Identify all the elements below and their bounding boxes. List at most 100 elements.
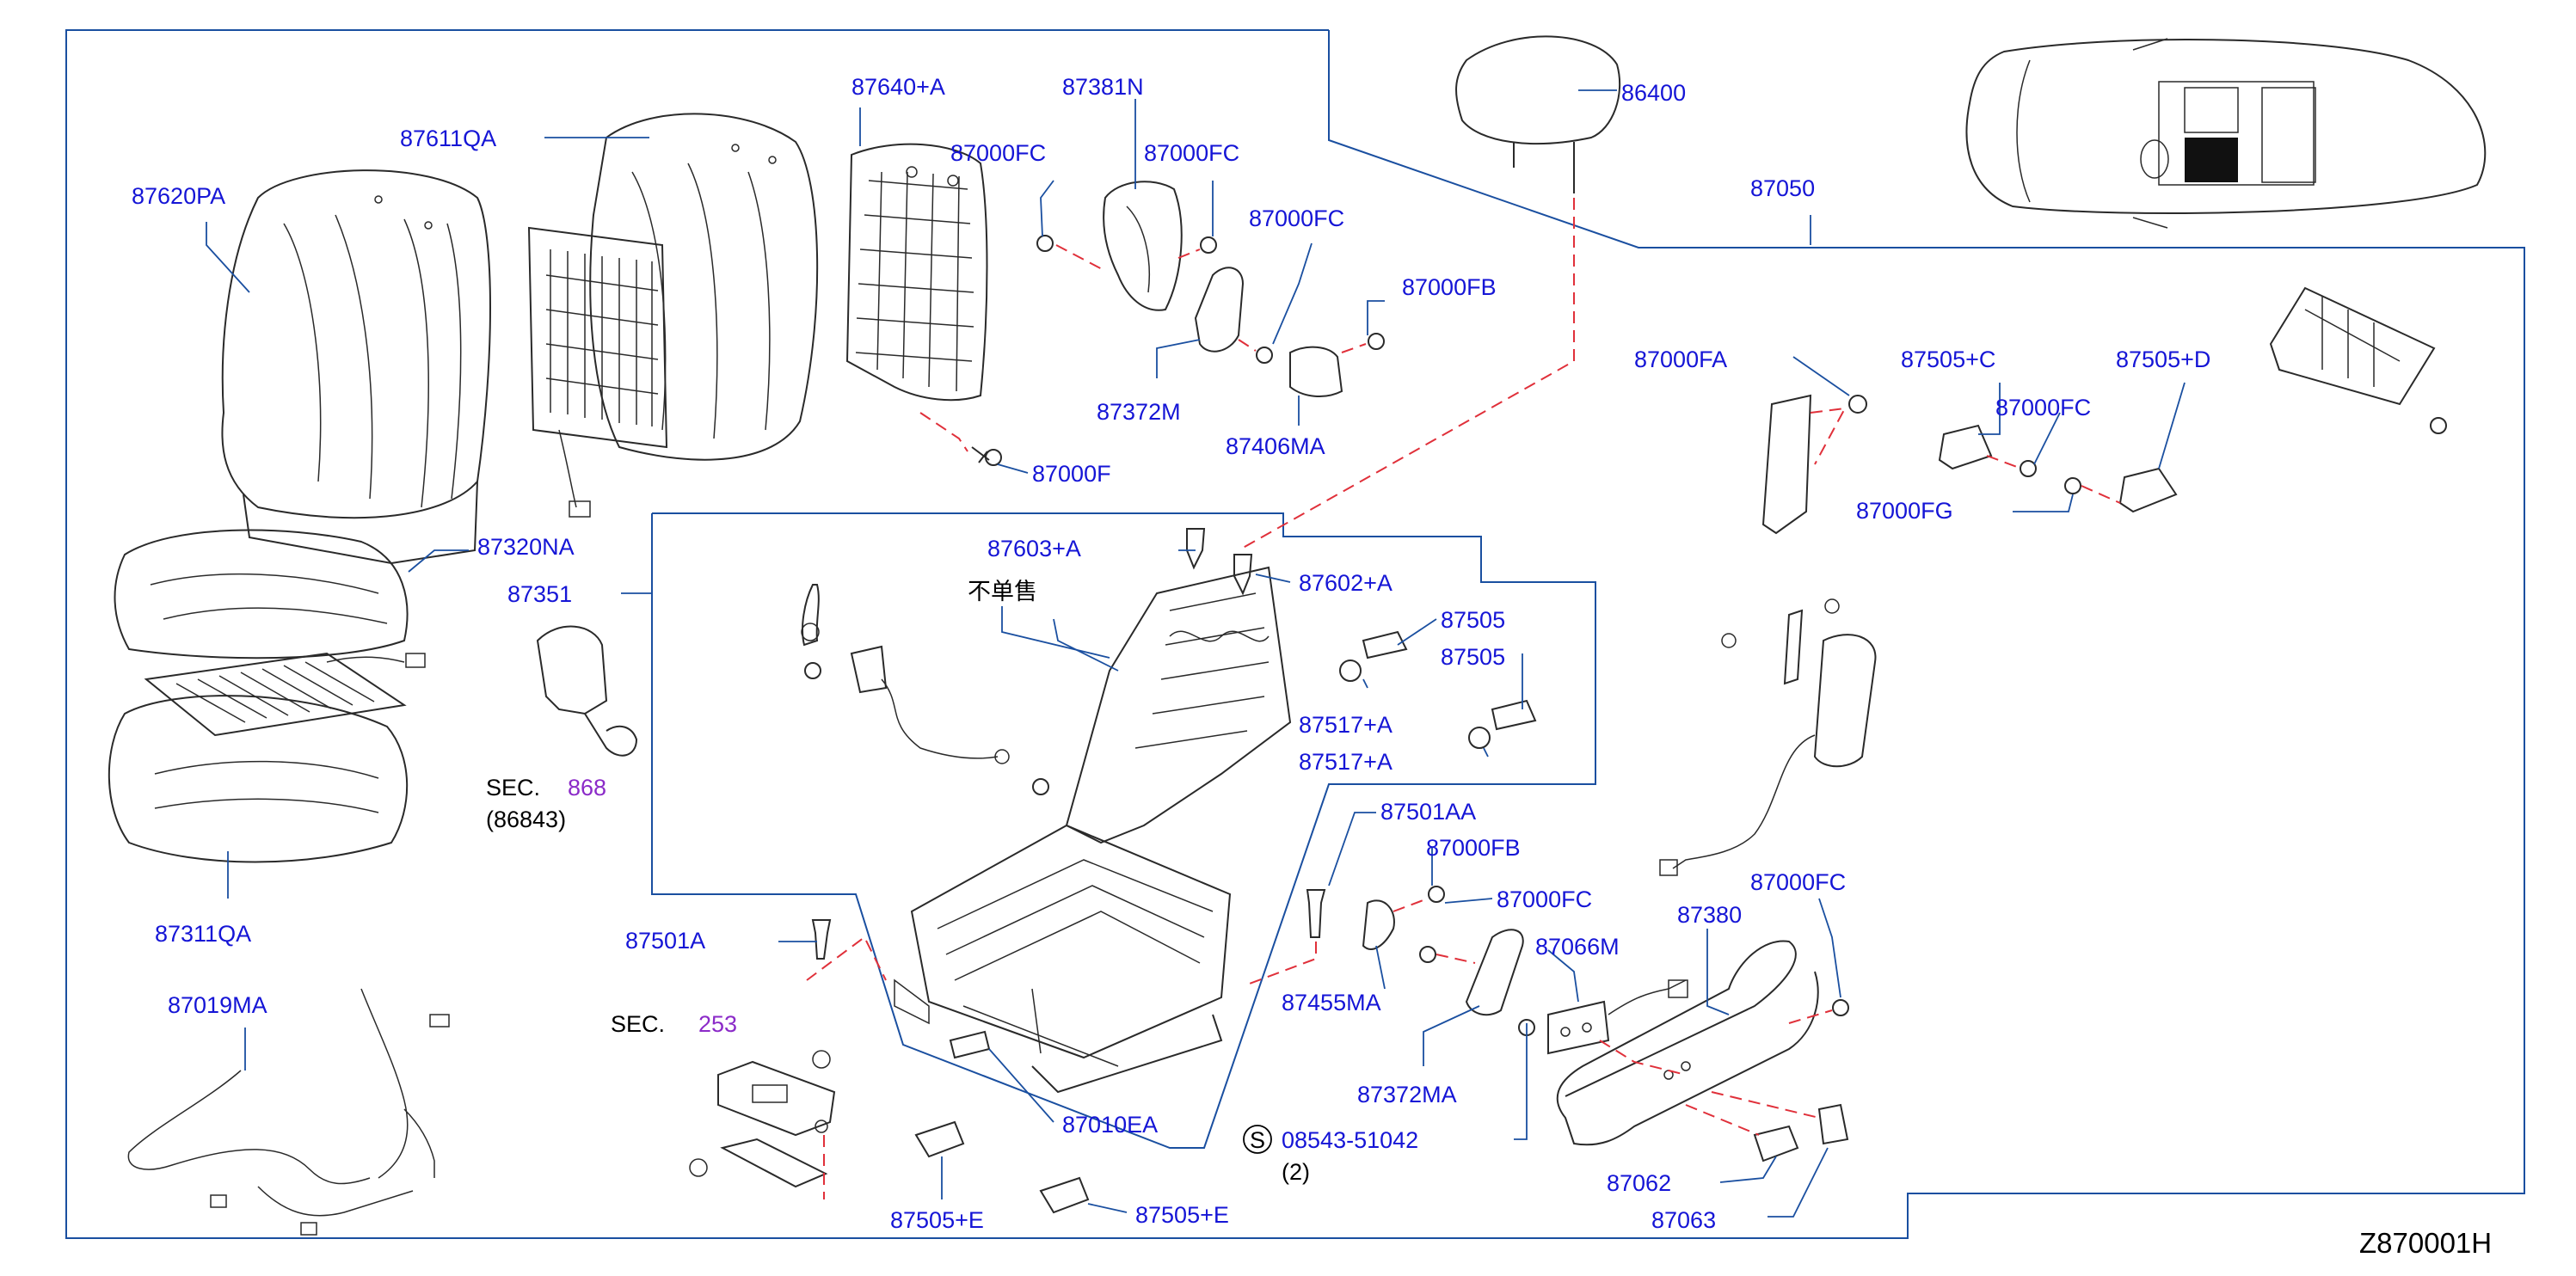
dash-87372M (1238, 339, 1257, 352)
switch-87066M (1547, 979, 1688, 1055)
label-87603A: 87603+A (987, 536, 1081, 561)
dash-87406MA (1341, 343, 1367, 353)
clip-87505E-2 (1039, 1176, 1090, 1214)
dash-87505C (1986, 455, 2018, 468)
label-87380: 87380 (1677, 902, 1742, 928)
screw-87000F (971, 446, 1002, 466)
bracket-87406MA (1289, 346, 1343, 397)
bolt-87501AA (1306, 889, 1326, 938)
diagram-code: Z870001H (2359, 1227, 2492, 1259)
wiring-harness-87019MA (127, 988, 450, 1236)
screw-87000FG (2064, 477, 2081, 494)
label-87050: 87050 (1750, 175, 1815, 201)
seat-belt-buckle (536, 625, 638, 757)
seat-back-spring-mat (845, 143, 988, 402)
cover-87455MA (1362, 899, 1395, 950)
clip-87010EA (949, 1030, 991, 1059)
label-87010EA: 87010EA (1062, 1112, 1158, 1138)
fastener-symbol: S (1243, 1125, 1272, 1154)
label-87000FB-1: 87000FB (1402, 274, 1497, 300)
guide-87603A (1186, 528, 1206, 570)
guide-87602A (1233, 554, 1253, 596)
dash-switch (1599, 1040, 1687, 1076)
label-87611QA: 87611QA (400, 126, 496, 151)
label-87505-1: 87505 (1441, 607, 1505, 633)
clip-87505-2 (1491, 699, 1537, 731)
screw-87000FC-1 (1036, 235, 1054, 252)
lever-87372MA (1465, 929, 1524, 1016)
fastener-symbol-text: S (1250, 1127, 1265, 1153)
screw-87000FC-3 (1256, 347, 1273, 364)
label-87000FG: 87000FG (1856, 498, 1953, 524)
seat-frame-assembly (894, 566, 1292, 1094)
seat-cushion-heater (144, 652, 426, 737)
dash-87501AA (1246, 942, 1317, 985)
dash-spring-to-screw (919, 412, 968, 452)
clip-87505E-1 (914, 1120, 965, 1158)
side-cover-87381N (1103, 181, 1183, 311)
screw-87000FA (1848, 395, 1867, 414)
label-87000F: 87000F (1032, 461, 1111, 487)
seat-back-cover (221, 169, 491, 565)
section-prefix-868: SEC. (486, 775, 540, 801)
dash-87381N-right (1177, 248, 1201, 259)
clip-87505-1 (1362, 630, 1408, 659)
section-number-868: 868 (568, 775, 606, 801)
knob-87062 (1753, 1125, 1799, 1163)
label-87351: 87351 (507, 581, 572, 607)
label-87501A: 87501A (625, 928, 705, 954)
label-87505-2: 87505 (1441, 644, 1505, 670)
label-87620PA: 87620PA (132, 183, 225, 209)
inner-frame (651, 512, 1596, 1149)
label-87406MA: 87406MA (1226, 433, 1325, 459)
dash-87501A (806, 936, 887, 981)
label-87517A-2: 87517+A (1299, 749, 1393, 775)
label-87505D: 87505+D (2116, 347, 2210, 372)
screw-tray (2430, 417, 2447, 434)
seat-cushion-pad (114, 529, 409, 659)
screw-lever (804, 662, 821, 679)
dash-87505D (2081, 485, 2121, 504)
section-prefix-253: SEC. (611, 1011, 665, 1037)
knob-87063 (1817, 1103, 1849, 1145)
screw-87000FC-4 (2020, 460, 2037, 477)
seat-back-pad (589, 113, 819, 461)
outer-frame (65, 29, 2525, 1239)
control-module-sec253 (717, 1050, 836, 1137)
car-top-view (1965, 38, 2487, 229)
label-87505E-1: 87505+E (890, 1207, 984, 1233)
label-87320NA: 87320NA (477, 534, 575, 560)
label-87062: 87062 (1607, 1170, 1671, 1196)
screw-87000FC-2 (1200, 236, 1217, 254)
label-87000FC-6: 87000FC (1750, 869, 1846, 895)
label-87000FC-2: 87000FC (1144, 140, 1239, 166)
label-87372MA: 87372MA (1357, 1082, 1457, 1107)
not-sold-separately-note: 不单售 (968, 579, 1037, 605)
label-87640A: 87640+A (851, 74, 945, 100)
screw-87000FC-6 (1832, 999, 1849, 1016)
label-87505C: 87505+C (1901, 347, 1995, 372)
trim-87000FA-part (1761, 394, 1812, 535)
part-labels: 87620PA 87611QA 87640+A 87381N 87000FC 8… (132, 74, 2210, 1233)
seat-back-heater (527, 226, 668, 518)
dash-87000FA (1810, 407, 1847, 465)
label-87455MA: 87455MA (1282, 990, 1381, 1015)
bolt-87501A (811, 919, 832, 960)
dash-87455MA (1393, 898, 1429, 912)
label-87000FC-4: 87000FC (1995, 395, 2091, 420)
label-87517A-1: 87517+A (1299, 712, 1393, 738)
label-87505E-2: 87505+E (1135, 1202, 1229, 1228)
bracket-87505C (1938, 424, 1993, 470)
label-87000FC-5: 87000FC (1497, 886, 1592, 912)
dash-87381N-left (1055, 244, 1106, 272)
screw-cable (1032, 778, 1049, 795)
section-sub-86843: (86843) (486, 807, 566, 832)
dash-headrest-to-frame (1238, 198, 1575, 551)
screw-87000FB-2 (1428, 886, 1445, 903)
label-87381N: 87381N (1062, 74, 1144, 100)
module-bracket (689, 1138, 828, 1188)
label-87000FB-2: 87000FB (1426, 835, 1521, 861)
dash-87372MA (1436, 954, 1476, 964)
label-87000FA: 87000FA (1634, 347, 1727, 372)
